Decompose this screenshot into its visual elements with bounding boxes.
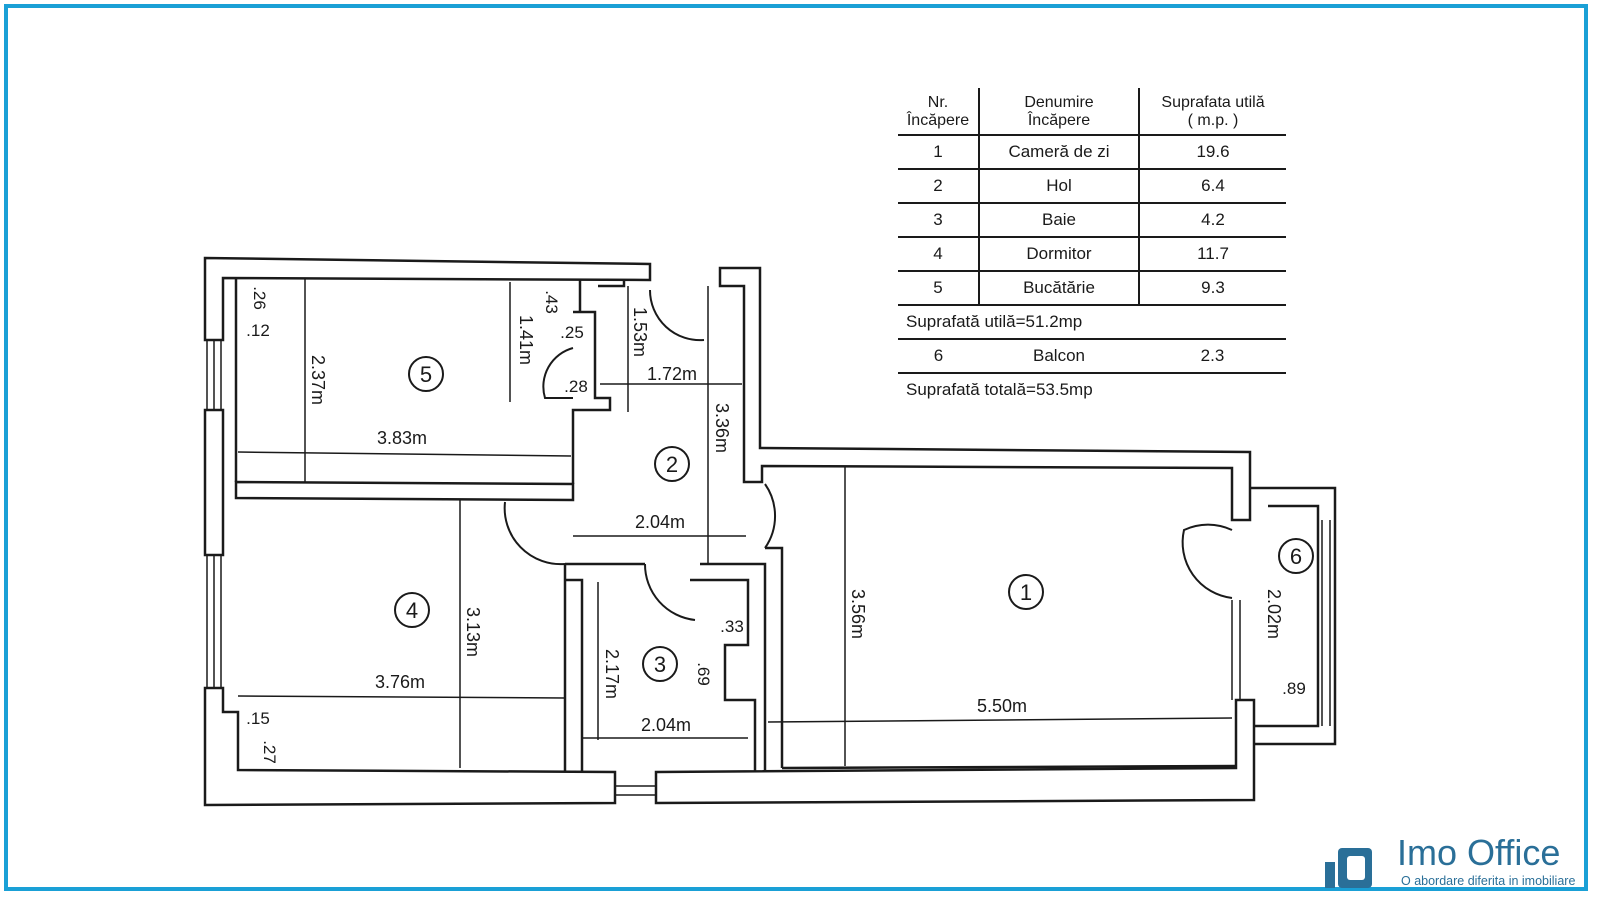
room-nr: 6 xyxy=(898,338,979,374)
hall-bottom-wall xyxy=(563,562,767,772)
door-bath xyxy=(643,563,696,621)
door-r4 xyxy=(503,501,566,566)
dim-small-f: .15 xyxy=(246,709,270,728)
dim-hall-top: 1.72m xyxy=(647,364,697,384)
dim-small-d: .25 xyxy=(560,323,584,342)
room-name: Balcon xyxy=(979,338,1139,374)
table-row: 5 Bucătărie 9.3 xyxy=(898,270,1286,305)
wall-kitchen-right xyxy=(571,310,612,484)
grand-area-total: Suprafată totală=53.5mp xyxy=(906,380,1093,399)
room-name: Bucătărie xyxy=(978,270,1139,305)
door-entry xyxy=(648,289,705,342)
dim-r3-width: 2.04m xyxy=(641,715,691,735)
wall-r5-r4 xyxy=(234,480,575,502)
dim-r4-width: 3.76m xyxy=(375,672,425,692)
dim-r4-height: 3.13m xyxy=(463,607,483,657)
door-kitchen xyxy=(542,347,574,399)
room-number-3: 3 xyxy=(654,652,666,677)
room-number-6: 6 xyxy=(1290,544,1302,569)
room-area: 4.2 xyxy=(1138,202,1286,237)
room-name: Dormitor xyxy=(978,236,1139,271)
useful-area-total: Suprafată utilă=51.2mp xyxy=(898,304,1286,339)
dim-small-b: .12 xyxy=(246,321,270,340)
table-row: 6 Balcon 2.3 xyxy=(898,338,1286,374)
dim-small-h: .33 xyxy=(720,617,744,636)
dim-balcony-height: 2.02m xyxy=(1264,589,1284,639)
dim-small-i: .69 xyxy=(694,662,713,686)
room-name: Cameră de zi xyxy=(978,134,1139,169)
room-name: Baie xyxy=(978,202,1139,237)
room-nr: 1 xyxy=(898,134,979,169)
room-nr: 4 xyxy=(898,236,979,271)
hall-right-wall xyxy=(718,266,1252,522)
brand-tagline: O abordare diferita in imobiliare xyxy=(1401,874,1576,888)
room1-left xyxy=(765,546,784,768)
dim-r5-height: 2.37m xyxy=(308,355,328,405)
dim-hall-door: 1.53m xyxy=(630,307,650,357)
room-name: Hol xyxy=(978,168,1139,203)
table-row: 2 Hol 6.4 xyxy=(898,168,1286,203)
dim-r1-height: 3.56m xyxy=(848,589,868,639)
image-frame xyxy=(4,4,1588,891)
dim-hall-height: 3.36m xyxy=(712,403,732,453)
balcony xyxy=(1250,486,1337,746)
door-r1 xyxy=(764,483,776,549)
dim-small-e: .28 xyxy=(564,377,588,396)
room-nr: 3 xyxy=(898,202,979,237)
brand-logo: Imo Office O abordare diferita in imobil… xyxy=(1325,832,1595,894)
room-number-5: 5 xyxy=(420,362,432,387)
table-row: 3 Baie 4.2 xyxy=(898,202,1286,237)
table-row: 4 Dormitor 11.7 xyxy=(898,236,1286,271)
dim-small-g: .27 xyxy=(260,740,279,764)
legend-header-area: Suprafata utilă ( m.p. ) xyxy=(1138,88,1286,135)
outer-wall xyxy=(203,256,652,342)
room1-bottom-inner xyxy=(781,764,1237,770)
room-area: 6.4 xyxy=(1138,168,1286,203)
outer-wall-left xyxy=(203,408,225,557)
door-balcony xyxy=(1181,523,1233,599)
outer-wall-left-bottom xyxy=(203,686,617,807)
dim-hall-width: 2.04m xyxy=(635,512,685,532)
dim-small-a: .26 xyxy=(250,286,269,310)
room-nr: 5 xyxy=(898,270,979,305)
bath-right xyxy=(690,578,757,772)
dim-small-j: .89 xyxy=(1282,679,1306,698)
legend-header-name: Denumire Încăpere xyxy=(978,88,1139,135)
brand-name: Imo Office xyxy=(1397,832,1561,873)
room-number-2: 2 xyxy=(666,452,678,477)
building-logo-icon xyxy=(1325,848,1372,888)
room-area: 9.3 xyxy=(1138,270,1286,305)
outer-wall-bottom xyxy=(654,698,1256,805)
hall-left-upper xyxy=(598,280,626,288)
room-number-1: 1 xyxy=(1020,580,1032,605)
room-nr: 2 xyxy=(898,168,979,203)
dim-r3-height: 2.17m xyxy=(602,649,622,699)
room-area: 2.3 xyxy=(1139,338,1286,374)
legend-table: Nr. Încăpere Denumire Încăpere Suprafata… xyxy=(898,88,1286,406)
dim-small-c: .43 xyxy=(542,290,561,314)
dim-r1-width: 5.50m xyxy=(977,696,1027,716)
room-area: 19.6 xyxy=(1138,134,1286,169)
room-number-4: 4 xyxy=(406,598,418,623)
room-area: 11.7 xyxy=(1138,236,1286,271)
dim-r5-inner: 1.41m xyxy=(516,315,536,365)
table-row: 1 Cameră de zi 19.6 xyxy=(898,134,1286,169)
dim-r5-width: 3.83m xyxy=(377,428,427,448)
room-legend: Nr. Încăpere Denumire Încăpere Suprafata… xyxy=(898,88,1286,406)
legend-header-nr: Nr. Încăpere xyxy=(906,94,970,129)
